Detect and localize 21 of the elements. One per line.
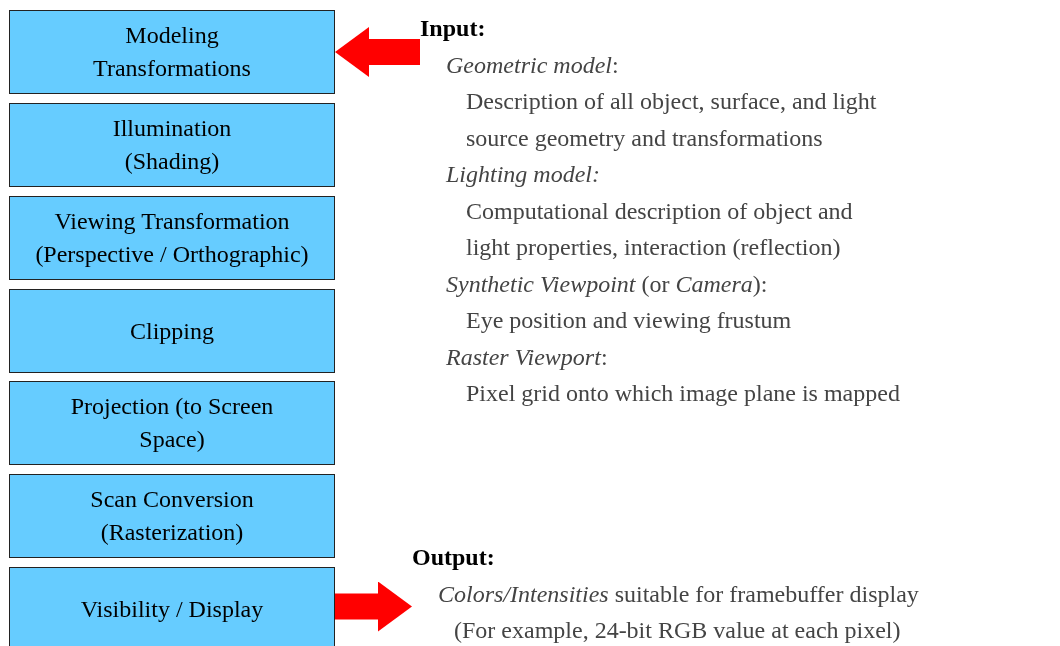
description-text: Pixel grid onto which image plane is mapped: [466, 379, 901, 408]
process-box: Clipping: [9, 289, 335, 373]
section-heading: Input:: [420, 14, 487, 43]
process-box: Modeling Transformations: [9, 10, 335, 94]
item-heading: Geometric model:: [446, 50, 620, 80]
description-text: (For example, 24-bit RGB value at each pixel): [454, 616, 902, 645]
block-arrow: [335, 581, 412, 632]
item-heading: Raster Viewport:: [446, 342, 609, 372]
process-box: Viewing Transformation (Perspective / Orthographic): [9, 196, 335, 280]
item-heading: Lighting model:: [446, 160, 601, 189]
process-box: Illumination (Shading): [9, 103, 335, 187]
description-text: Colors/Intensities suitable for framebuffer display: [438, 579, 920, 609]
section-heading: Output:: [412, 543, 496, 572]
process-box: Visibility / Display: [9, 567, 335, 646]
block-arrow: [335, 27, 420, 77]
process-box: Scan Conversion (Rasterization): [9, 474, 335, 558]
process-box: Projection (to Screen Space): [9, 381, 335, 465]
description-text: Description of all object, surface, and light source geometry and transformations: [466, 87, 878, 153]
description-text: Eye position and viewing frustum: [466, 306, 793, 335]
description-text: Computational description of object and light properties, interaction (reflection): [466, 196, 854, 262]
item-heading: Synthetic Viewpoint (or Camera):: [446, 269, 769, 299]
